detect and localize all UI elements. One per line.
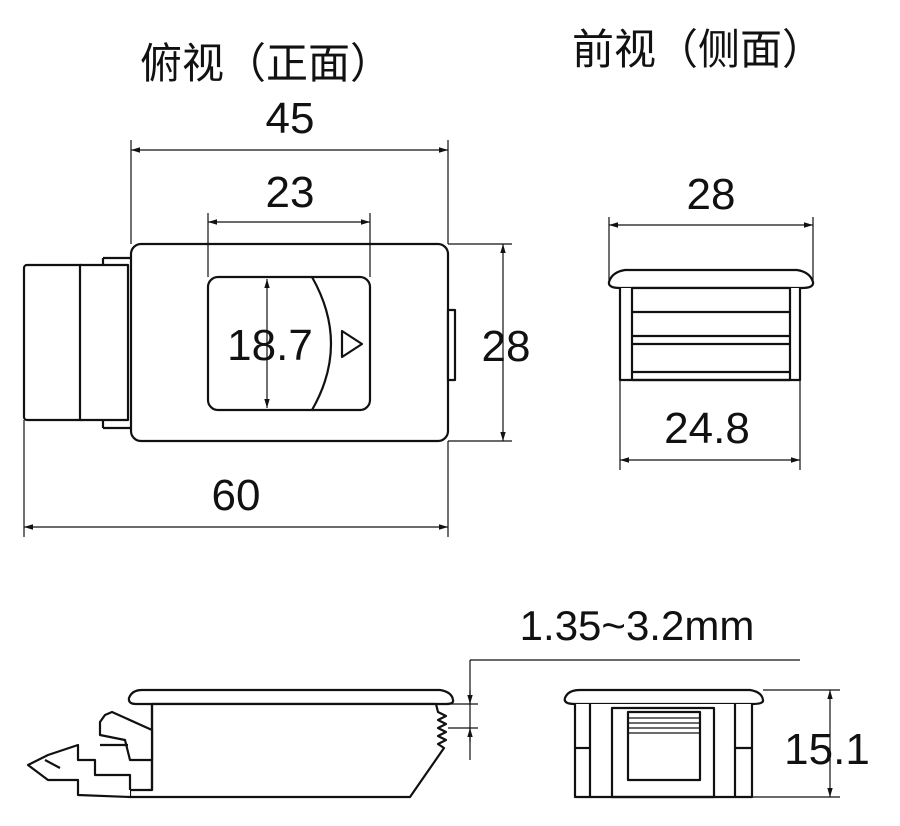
dim-window-height: 18.7 [227, 321, 313, 370]
dim-front-inner-width: 24.8 [664, 404, 750, 453]
top-view-drawing [22, 242, 457, 443]
dim-window-width: 23 [266, 168, 315, 217]
top-view-title: 俯视（正面） [140, 39, 392, 88]
dim-body-height: 28 [482, 322, 531, 371]
dim-depth: 15.1 [784, 725, 870, 774]
dim-total-length: 60 [212, 471, 261, 520]
dim-front-width: 28 [687, 170, 736, 219]
front-view-drawing [607, 268, 815, 382]
end-section-drawing [563, 688, 765, 799]
front-view-title: 前视（侧面） [572, 25, 824, 74]
side-section-drawing [26, 688, 455, 799]
dim-overall-width: 45 [266, 94, 315, 143]
dim-panel-thickness: 1.35~3.2mm [520, 602, 755, 649]
